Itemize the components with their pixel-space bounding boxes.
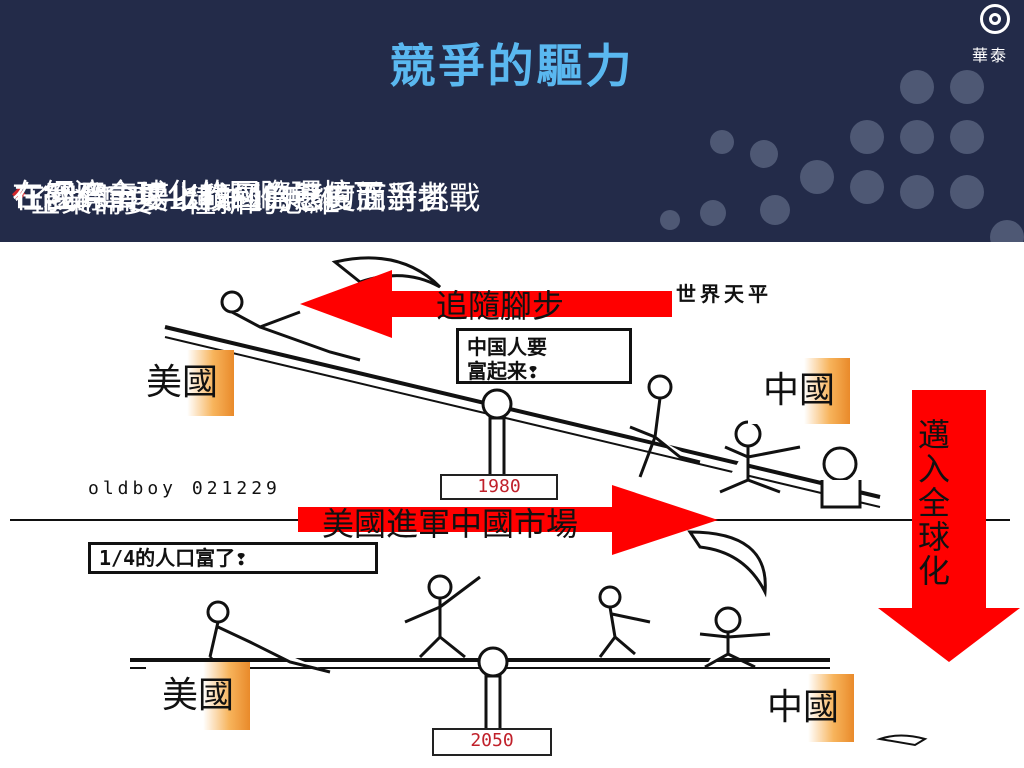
bubble-line-1: 中国人要 xyxy=(467,335,547,359)
figure-bottom-right-1 xyxy=(598,585,651,658)
decor-dot xyxy=(700,200,726,226)
hand-icon xyxy=(876,734,928,747)
decor-dot xyxy=(900,175,934,209)
decor-dot xyxy=(990,220,1024,242)
label-usa-top: 美國 xyxy=(130,350,234,416)
slide-title: 競爭的驅力 xyxy=(389,39,635,93)
bubble-text: 1/4的人口富了❢ xyxy=(99,546,248,570)
decor-dot xyxy=(850,170,884,204)
bubble-line-2: 富起来❢ xyxy=(467,359,540,383)
slide-header: 華泰 競爭的驅力 ◆ 在經濟全球化的國際環境下， 我們需要以積極的態度面對挑戰 … xyxy=(0,0,1024,242)
decor-dot xyxy=(800,160,834,194)
figure-top-right-1 xyxy=(629,374,701,478)
decor-dot xyxy=(760,195,790,225)
arrow-enter-market xyxy=(298,485,718,555)
figure-top-right-2 xyxy=(719,420,801,494)
speech-bubble-bottom: 1/4的人口富了❢ xyxy=(88,542,378,574)
arrow-follow xyxy=(300,270,672,338)
decor-dot xyxy=(950,175,984,209)
bullet-text-3: 企業需要一種新的思維 xyxy=(30,184,340,220)
artist-signature: oldboy 021229 xyxy=(88,478,281,499)
figure-bottom-center xyxy=(404,574,481,659)
fulcrum-pivot xyxy=(477,646,509,678)
arrow-globalization-label: 邁入全球化 xyxy=(917,416,950,590)
decor-dot xyxy=(710,130,734,154)
decor-dot xyxy=(750,140,778,168)
logo-icon xyxy=(980,4,1010,34)
arrow-enter-market-label: 美國進軍中國市場 xyxy=(322,505,579,543)
decor-dot xyxy=(660,210,680,230)
figure-bottom-right-2 xyxy=(699,606,771,669)
year-label-top: 1980 xyxy=(440,474,558,500)
fulcrum-pivot xyxy=(481,388,513,420)
arrow-follow-label: 追隨腳步 xyxy=(436,287,565,325)
moon-icon xyxy=(687,530,767,598)
decor-dot xyxy=(950,70,984,104)
bullet-text-2: 我們需要以積極的態度面對挑戰 xyxy=(46,181,480,217)
figure-top-left xyxy=(220,290,361,362)
fulcrum-post xyxy=(488,416,506,478)
logo-text: 華泰 xyxy=(972,46,1009,65)
decor-dot xyxy=(900,120,934,154)
decor-dot xyxy=(950,120,984,154)
seesaw-beam-edge xyxy=(164,336,881,508)
arrow-globalization xyxy=(878,390,1020,662)
bullet-text-4: 在國際市場上找到自己的競爭者 xyxy=(14,180,448,216)
label-china-bottom: 中國 xyxy=(752,674,854,742)
year-label-bottom: 2050 xyxy=(432,728,552,756)
bullet-icon: ◆ xyxy=(12,183,26,204)
bullet-text-1: 在經濟全球化的國際環境下， xyxy=(12,178,415,214)
decor-dot xyxy=(900,70,934,104)
cartoon-illustration: 世界天平 中国人要 富起来❢ 1/4的人口富了❢ oldboy 021229 1… xyxy=(0,242,1024,768)
fulcrum-post xyxy=(484,674,502,736)
label-china-top: 中國 xyxy=(748,358,850,424)
cartoon-drawing xyxy=(10,256,1020,747)
decor-dot xyxy=(850,120,884,154)
speech-bubble-top: 中国人要 富起来❢ xyxy=(456,328,632,384)
seesaw-beam xyxy=(164,325,881,499)
figure-top-right-3 xyxy=(820,446,862,509)
label-usa-bottom: 美國 xyxy=(146,662,250,730)
cartoon-caption: 世界天平 xyxy=(676,282,772,306)
